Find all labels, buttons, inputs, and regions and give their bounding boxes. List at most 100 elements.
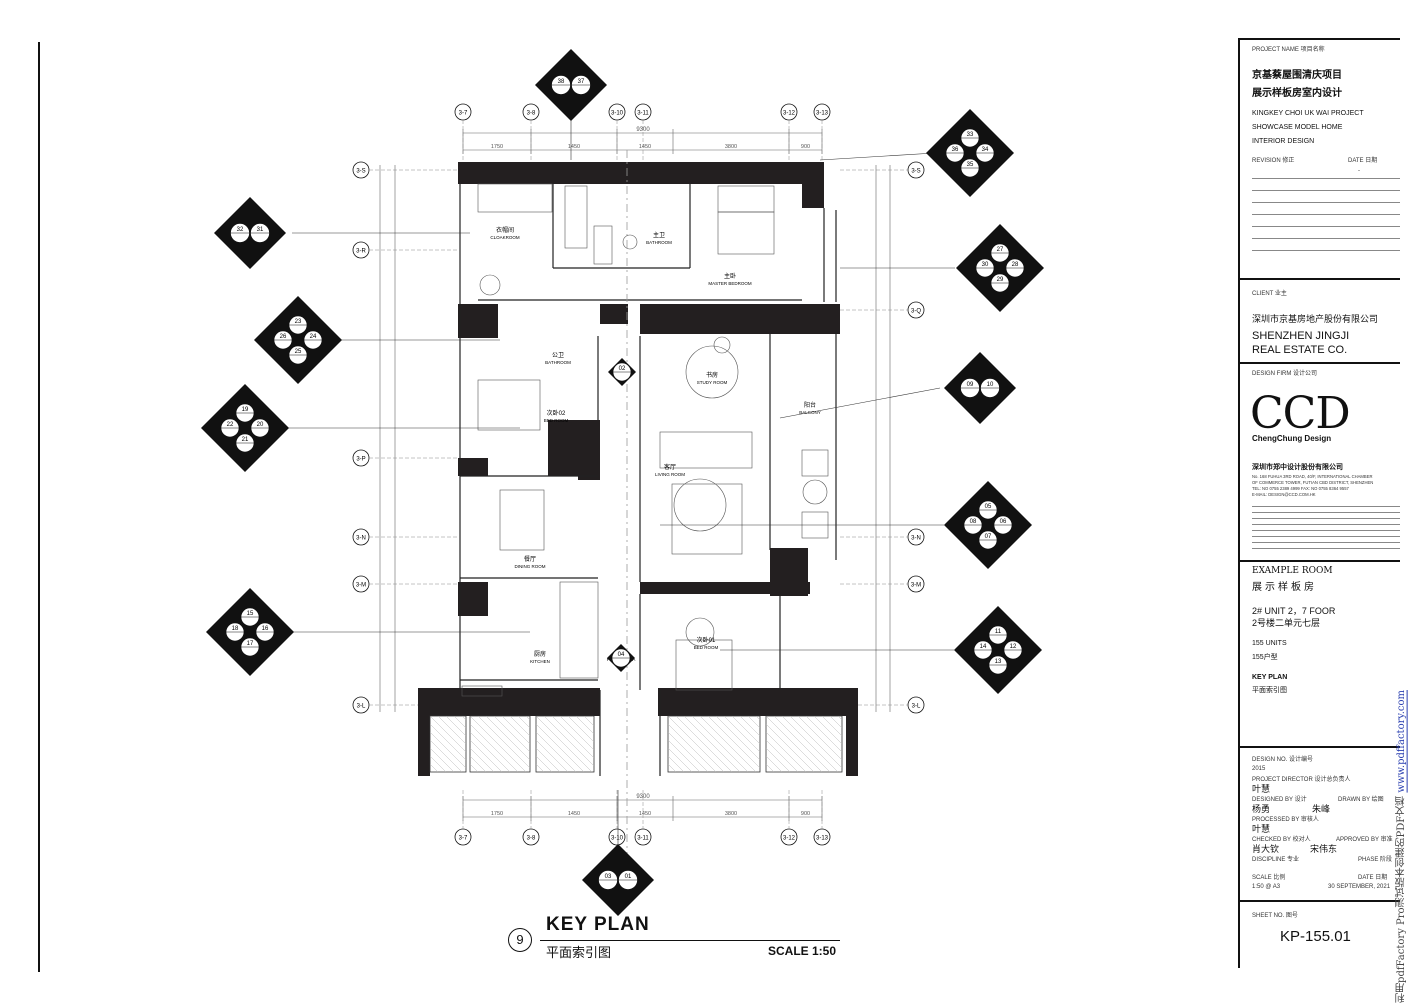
room-name-cn: 主卧 [724, 272, 736, 280]
disclaimer-line [1252, 506, 1400, 507]
room-name-cn: 衣帽间 [496, 226, 514, 234]
grid-bubble-bottom-label: 3-7 [459, 836, 468, 842]
index-marker-number: 24 [310, 334, 317, 340]
index-marker-number: 01 [625, 874, 632, 880]
hatch [535, 715, 593, 773]
revision-line [1252, 214, 1400, 215]
room-name-cn: 主卫 [653, 231, 665, 239]
hatch [667, 723, 717, 773]
revision-label: REVISION 修正 [1252, 158, 1295, 164]
grid-bubble-bottom-label: 3-10 [611, 836, 624, 842]
hatch [583, 715, 595, 727]
hatch [429, 715, 467, 753]
hatch [535, 747, 561, 773]
index-marker-number: 11 [995, 629, 1002, 635]
index-marker-diamond [944, 352, 1016, 424]
wall [640, 304, 840, 334]
index-marker-number: 17 [247, 641, 254, 647]
bathtub [564, 185, 588, 249]
wall [846, 688, 858, 776]
sheet-no-label: SHEET NO. 图号 [1252, 913, 1298, 919]
index-marker-number: 26 [280, 334, 287, 340]
hatch [485, 715, 531, 761]
cabinet [765, 715, 843, 773]
hatch [429, 747, 455, 773]
index-marker-number: 02 [619, 366, 626, 372]
dimension-part: 900 [801, 144, 810, 150]
dimension-part: 1450 [639, 144, 651, 150]
index-marker-number: 31 [257, 227, 264, 233]
plan-cn: 平面索引图 [1252, 687, 1287, 694]
index-marker-number: 27 [997, 247, 1004, 253]
room-name-en: BATHROOM [646, 240, 672, 245]
index-marker-number: 29 [997, 277, 1004, 283]
hatch [429, 739, 463, 773]
chair [713, 336, 731, 354]
wall [600, 304, 628, 324]
hatch [837, 715, 843, 721]
hatch [437, 715, 467, 745]
hatch [667, 755, 685, 773]
discipline-label: DISCIPLINE 专业 [1252, 857, 1300, 863]
disclaimer-line [1252, 518, 1400, 519]
director-label: PROJECT DIRECTOR 设计总负责人 [1252, 777, 1351, 783]
grid-bubble-left-label: 3-M [356, 583, 366, 589]
dimension-part: 900 [801, 811, 810, 817]
drawing-title: KEY PLAN [546, 914, 650, 935]
grid-bubble-top-label: 3-7 [459, 111, 468, 117]
divider [1240, 38, 1400, 40]
index-marker-number: 32 [237, 227, 244, 233]
designed-by: 杨勇 [1252, 804, 1271, 814]
room-name-en: STUDY ROOM [697, 380, 728, 385]
round-table [685, 617, 715, 647]
hatch [821, 715, 843, 737]
hatch [691, 715, 749, 773]
hatch [477, 715, 531, 769]
project-name-en-2: SHOWCASE MODEL HOME [1252, 124, 1343, 131]
drawn-label: DRAWN BY 绘图 [1338, 797, 1384, 803]
index-marker-number: 06 [1000, 519, 1007, 525]
grid-bubble-top-label: 3-10 [611, 111, 624, 117]
hatch [509, 715, 531, 737]
index-marker-number: 07 [985, 534, 992, 540]
grid-bubble-top-label: 3-13 [816, 111, 829, 117]
drawn-by: 朱峰 [1312, 804, 1331, 814]
room-name-cn: 厨房 [534, 650, 546, 658]
index-marker-number: 28 [1012, 262, 1019, 268]
room-name-en: LIVING ROOM [655, 472, 685, 477]
disclaimer-line [1252, 548, 1400, 549]
hatch [469, 747, 495, 773]
title-block: PROJECT NAME 项目名称 京基蔡屋围清庆项目 展示样板房室内设计 KI… [1238, 38, 1400, 968]
firm-contact-1: TEL: NO 0755 2389 4999 FAX: NO 0755 8364… [1252, 486, 1349, 491]
hatch [535, 763, 545, 773]
room-name-cn: 阳台 [804, 401, 816, 409]
index-marker-number: 37 [578, 79, 585, 85]
hatch [675, 715, 733, 773]
unit-cn: 2号楼二单元七层 [1252, 618, 1321, 628]
wall [458, 162, 478, 182]
hatch [765, 747, 791, 773]
scale-value: 1:50 @ A3 [1252, 884, 1281, 890]
index-marker-number: 22 [227, 422, 234, 428]
vanity [593, 225, 613, 265]
hatch [429, 723, 467, 761]
hatch [789, 715, 843, 769]
dimension-part: 1450 [639, 811, 651, 817]
watermark-link[interactable]: www.pdffactory.com [1396, 690, 1407, 793]
client-name-en-2: REAL ESTATE CO. [1252, 344, 1348, 356]
hatch [429, 755, 447, 773]
bed [717, 211, 775, 255]
disclaimer-line [1252, 512, 1400, 513]
room-name-cn: 公卫 [552, 352, 564, 359]
project-name-en-1: KINGKEY CHOI UK WAI PROJECT [1252, 110, 1364, 117]
hatch [517, 715, 531, 729]
revision-line [1252, 238, 1400, 239]
hatch [723, 715, 761, 753]
index-marker-diamond [926, 109, 1014, 197]
cabinet [469, 715, 531, 773]
hatch [755, 715, 761, 721]
hatch [765, 715, 823, 773]
ccd-logo: CCD [1250, 388, 1351, 439]
wall [578, 420, 600, 480]
index-marker-number: 38 [558, 79, 565, 85]
